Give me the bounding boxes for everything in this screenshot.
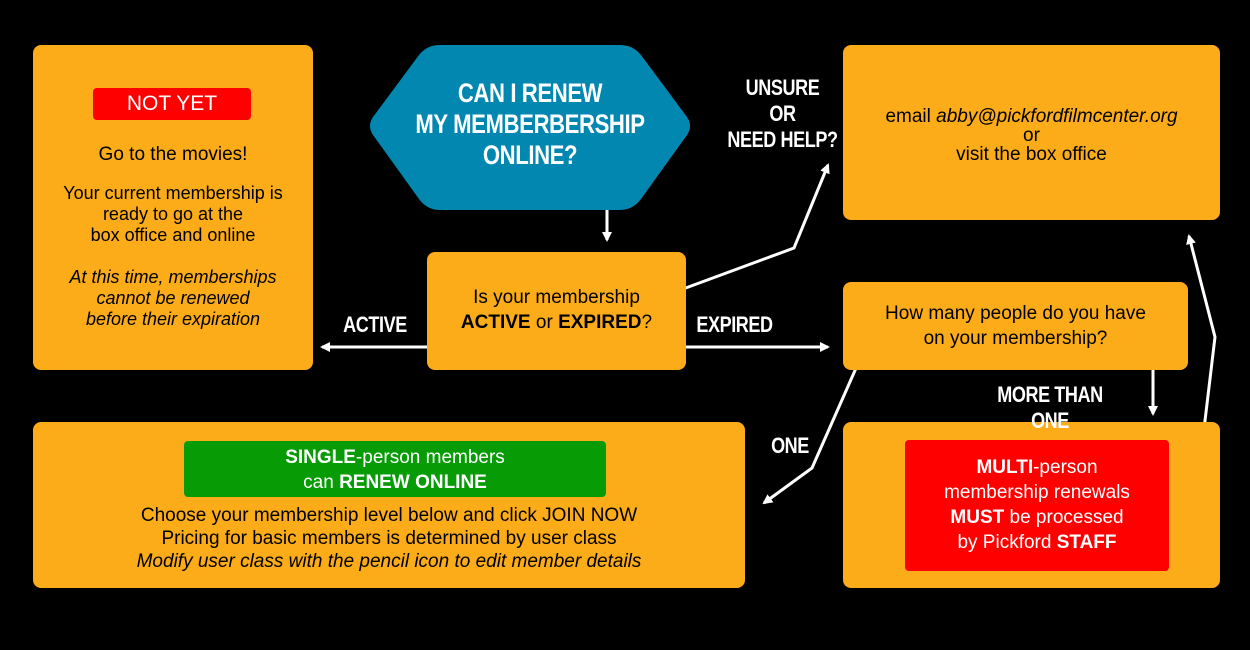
people-text: How many people do you have on your memb… bbox=[843, 301, 1188, 351]
label-expired: EXPIRED bbox=[696, 312, 773, 337]
not-yet-current: Your current membership is ready to go a… bbox=[33, 183, 313, 246]
label-unsure: UNSURE OR NEED HELP? bbox=[727, 75, 838, 153]
staff-word: STAFF bbox=[1056, 532, 1117, 553]
help-visit: visit the box office bbox=[956, 144, 1107, 165]
multi-badge: MULTI-person membership renewals MUST be… bbox=[905, 440, 1169, 571]
people-line-2: on your membership? bbox=[923, 328, 1108, 349]
label-unsure-line-1: UNSURE bbox=[745, 75, 820, 100]
help-or: or bbox=[1023, 125, 1040, 146]
multi-line-4: by Pickford STAFF bbox=[905, 530, 1169, 555]
multi-person-text: -person bbox=[1033, 457, 1098, 478]
arrow-expired bbox=[661, 342, 830, 352]
not-yet-current-line-1: Your current membership is bbox=[63, 183, 283, 203]
single-box: SINGLE-person members can RENEW ONLINE C… bbox=[33, 422, 745, 588]
label-unsure-line-2: OR bbox=[769, 101, 796, 126]
help-email-prefix: email bbox=[885, 106, 937, 127]
question-line-2: MY MEMBERBERSHIP bbox=[415, 109, 645, 139]
single-word: SINGLE bbox=[285, 447, 356, 468]
question-hexagon bbox=[370, 45, 690, 210]
label-unsure-line-3: NEED HELP? bbox=[727, 127, 838, 152]
single-instructions: Choose your membership level below and c… bbox=[33, 504, 745, 573]
single-line-1-text: Choose your membership level below and c… bbox=[140, 505, 543, 526]
not-yet-headline: Go to the movies! bbox=[98, 144, 248, 165]
single-person-text: -person members bbox=[355, 447, 505, 468]
question-line-3: ONLINE? bbox=[482, 140, 578, 170]
people-line-1: How many people do you have bbox=[885, 303, 1146, 324]
not-yet-current-line-3: box office and online bbox=[90, 225, 256, 245]
question-text: CAN I RENEW MY MEMBERBERSHIP ONLINE? bbox=[395, 78, 666, 171]
people-box: How many people do you have on your memb… bbox=[843, 282, 1188, 370]
by-pickford-text: by Pickford bbox=[957, 532, 1057, 553]
single-line-2: Pricing for basic members is determined … bbox=[161, 528, 617, 549]
help-email-address: abby@pickfordfilmcenter.org bbox=[936, 106, 1178, 127]
not-yet-note-line-3: before their expiration bbox=[85, 309, 261, 329]
multi-line-3: MUST be processed bbox=[905, 505, 1169, 530]
must-word: MUST bbox=[950, 507, 1005, 528]
label-active: ACTIVE bbox=[343, 312, 407, 337]
multi-word: MULTI bbox=[976, 457, 1034, 478]
processed-text: be processed bbox=[1004, 507, 1124, 528]
renew-online-word: RENEW ONLINE bbox=[339, 472, 487, 493]
single-line-3: Modify user class with the pencil icon t… bbox=[136, 551, 642, 572]
label-more-than-one: MORE THAN ONE bbox=[997, 382, 1103, 433]
multi-line-2: membership renewals bbox=[944, 482, 1130, 503]
not-yet-badge: NOT YET bbox=[93, 88, 251, 120]
not-yet-note-line-1: At this time, memberships bbox=[69, 267, 277, 287]
help-text: email abby@pickfordfilmcenter.org or vis… bbox=[843, 107, 1220, 164]
multi-line-1: MULTI-person bbox=[905, 455, 1169, 480]
status-line-1: Is your membership bbox=[473, 287, 640, 308]
join-now-text: JOIN NOW bbox=[542, 505, 638, 526]
status-or-word: or bbox=[530, 312, 559, 333]
single-line-1: Choose your membership level below and c… bbox=[33, 504, 745, 527]
status-active-word: ACTIVE bbox=[460, 312, 531, 333]
status-text: Is your membership ACTIVE or EXPIRED? bbox=[427, 285, 686, 335]
not-yet-note-line-2: cannot be renewed bbox=[96, 288, 250, 308]
question-line-1: CAN I RENEW bbox=[457, 78, 603, 108]
status-question-mark: ? bbox=[641, 312, 653, 333]
status-expired-word: EXPIRED bbox=[558, 312, 642, 333]
label-one: ONE bbox=[771, 433, 809, 458]
single-badge: SINGLE-person members can RENEW ONLINE bbox=[184, 441, 606, 497]
not-yet-current-line-2: ready to go at the bbox=[102, 204, 244, 224]
single-badge-line-1: SINGLE-person members bbox=[184, 445, 606, 470]
multi-box: MULTI-person membership renewals MUST be… bbox=[843, 422, 1220, 588]
not-yet-box: NOT YET Go to the movies! Your current m… bbox=[33, 45, 313, 370]
status-box: Is your membership ACTIVE or EXPIRED? bbox=[427, 252, 686, 370]
status-line-2: ACTIVE or EXPIRED? bbox=[427, 310, 686, 335]
single-can-text: can bbox=[303, 472, 340, 493]
help-box: email abby@pickfordfilmcenter.org or vis… bbox=[843, 45, 1220, 220]
help-email-line: email abby@pickfordfilmcenter.org bbox=[843, 107, 1220, 126]
not-yet-note: At this time, memberships cannot be rene… bbox=[33, 267, 313, 330]
single-badge-line-2: can RENEW ONLINE bbox=[184, 470, 606, 495]
